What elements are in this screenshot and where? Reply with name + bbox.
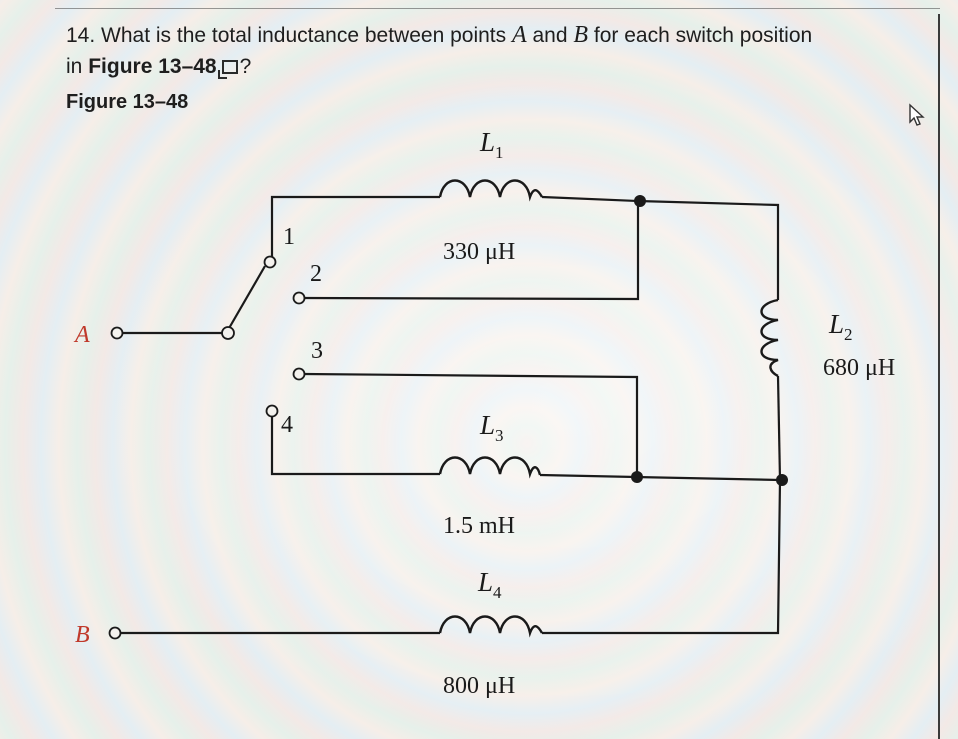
figure-link[interactable]: Figure 13–48 [88,55,217,78]
and-word: and [532,24,568,47]
wire-pos3 [303,372,639,477]
figure-title: Figure 13–48 [66,91,189,113]
terminal-b-dot [108,626,122,640]
wire-l3-right [539,473,781,482]
inductor-l4-name: L4 [477,567,502,602]
node-top [634,195,646,207]
right-border [938,14,940,739]
wire-pos4 [270,417,440,476]
terminal-a-label: A [73,322,90,348]
switch-pivot [221,326,235,340]
inductor-l4-coil [438,615,544,638]
node-right [776,474,788,486]
inductor-l3-subscript: 3 [495,426,504,445]
wire-pos1 [270,195,440,258]
switch-arm [227,265,266,331]
inductor-l2-value: 680 μH [823,355,895,381]
inductor-l2-coil [760,298,779,378]
wire-l2-bottom [776,375,782,481]
figure-link-icon[interactable] [217,60,238,79]
inductor-l1-value: 330 μH [443,239,515,265]
inductor-l2-name: L2 [828,309,853,344]
point-a-ref: A [511,22,527,48]
switch-position-3: 3 [311,338,323,364]
inductor-l3-value: 1.5 mH [443,513,515,539]
contact-4 [265,404,279,418]
inductor-l3-name: L3 [479,410,504,445]
question-text-b: for each switch position [593,24,813,47]
switch-position-2: 2 [310,261,322,287]
terminal-a-dot [110,326,124,340]
wire-l1-right [541,195,780,300]
question-text: 14. What is the total inductance between… [66,20,946,82]
switch-position-4: 4 [281,412,293,438]
question-mark: ? [239,55,252,78]
top-rule [55,8,940,9]
mouse-pointer-icon [909,103,925,126]
inductor-l4-value: 800 μH [443,673,515,699]
inductor-l1-subscript: 1 [495,143,504,162]
inductor-l4-subscript: 4 [493,583,502,602]
question-text-a: What is the total inductance between poi… [101,24,507,47]
wire-pos2 [303,201,640,301]
inductor-l1-name: L1 [479,127,504,162]
contact-2 [292,291,306,305]
inductor-l2-subscript: 2 [844,325,853,344]
terminal-b-label: B [75,622,90,648]
point-b-ref: B [573,22,589,48]
switch-position-1: 1 [283,224,295,250]
inductor-l3-coil [438,456,542,479]
question-text-c: in [66,55,83,78]
contact-3 [292,367,306,381]
contact-1 [263,255,277,269]
wire-l4-right [542,479,782,635]
question-number: 14. [66,24,96,47]
inductor-l1-coil [438,179,544,202]
node-middle [631,471,643,483]
